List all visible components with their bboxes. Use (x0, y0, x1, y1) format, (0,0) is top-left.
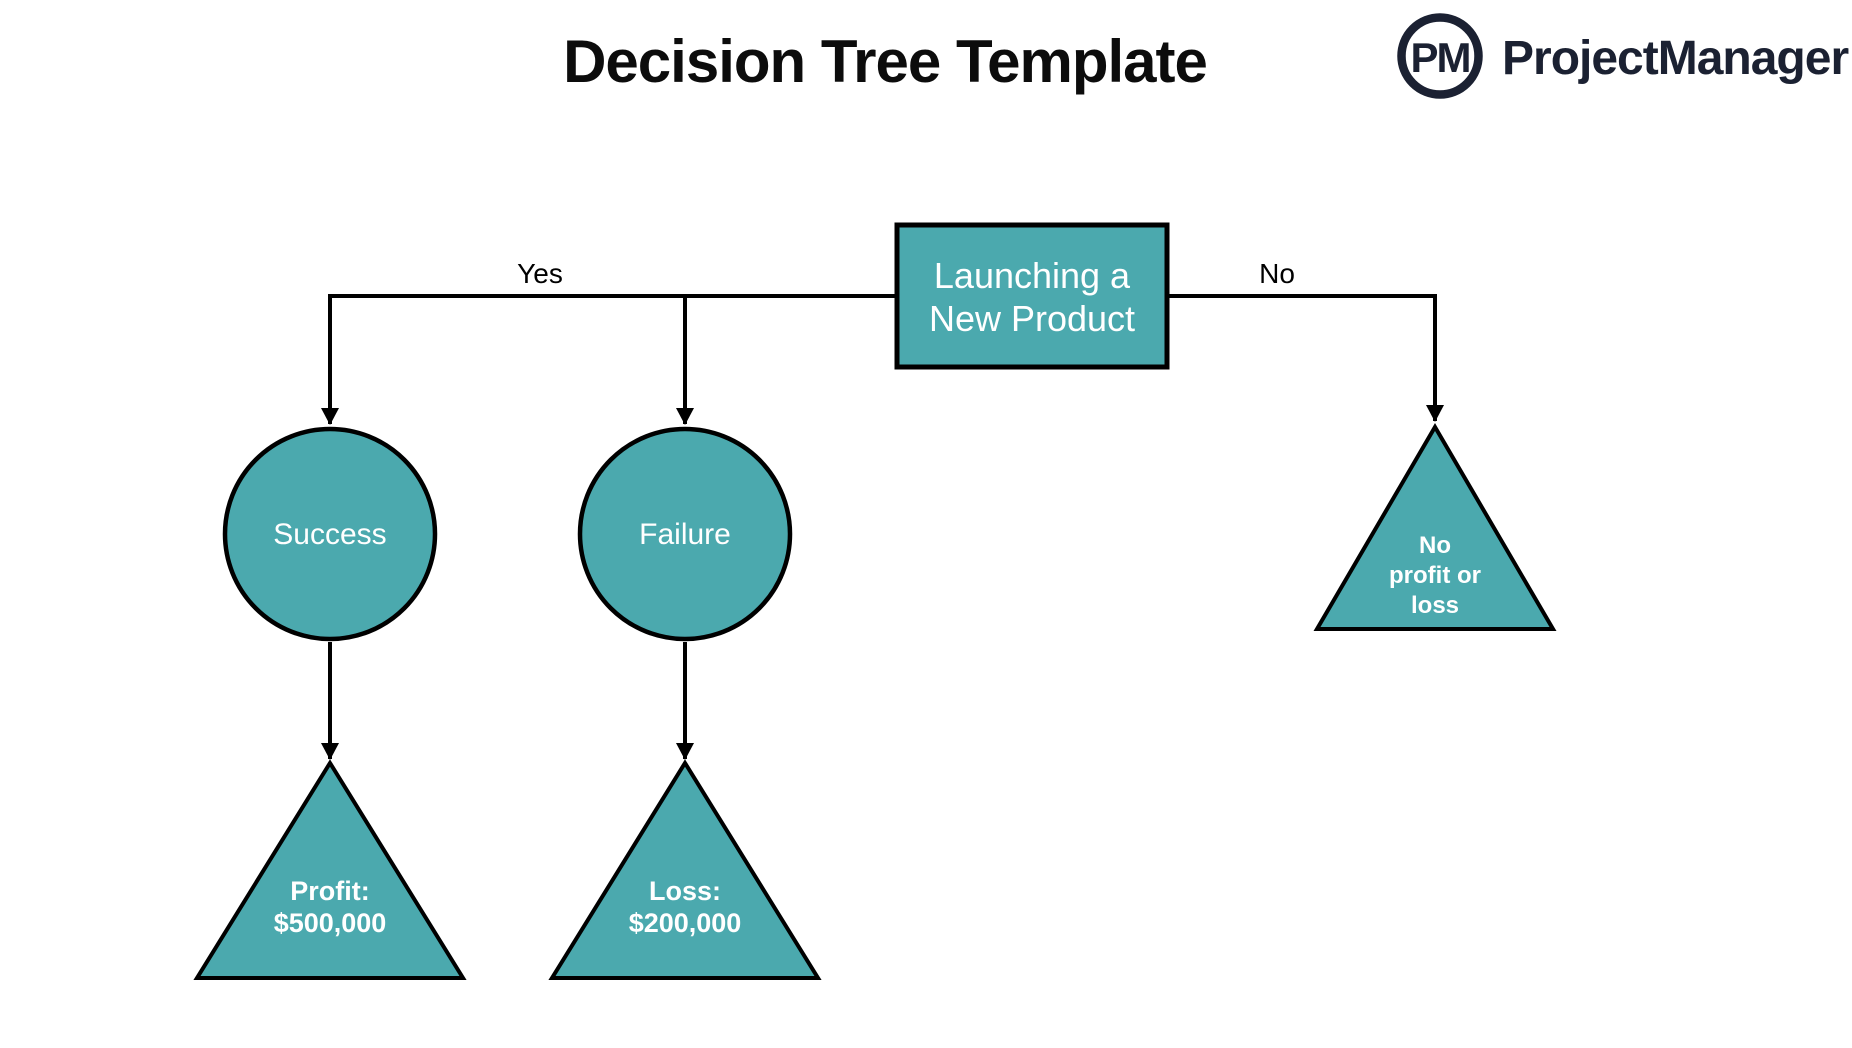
node-decision: Launching a New Product (894, 222, 1170, 370)
loss-triangle (548, 759, 822, 980)
no-profit-loss-label-line1: No (1419, 532, 1451, 559)
profit-triangle (193, 759, 467, 980)
profit-label-line2: $500,000 (274, 908, 387, 938)
no-profit-loss-label-line2: profit or (1389, 562, 1481, 589)
brand-logo-ring-icon (1397, 13, 1483, 99)
edge-yes-to-success (321, 294, 897, 425)
edge-label-no: No (1259, 258, 1295, 289)
loss-label-line2: $200,000 (629, 908, 742, 938)
page-title: Decision Tree Template (563, 28, 1207, 95)
loss-label-line1: Loss: (649, 876, 721, 906)
node-no-profit-loss: No profit or loss (1313, 423, 1557, 631)
brand-name: ProjectManager (1502, 32, 1848, 85)
brand-logo: PM ProjectManager (1397, 13, 1849, 99)
node-profit: Profit: $500,000 (193, 759, 467, 980)
decision-label-line2: New Product (929, 298, 1135, 339)
no-profit-loss-label-line3: loss (1411, 592, 1459, 619)
profit-label-line1: Profit: (290, 876, 369, 906)
failure-circle (577, 426, 793, 642)
node-success: Success (222, 426, 438, 642)
node-failure: Failure (577, 426, 793, 642)
node-loss: Loss: $200,000 (548, 759, 822, 980)
no-profit-loss-triangle (1313, 423, 1557, 631)
success-label: Success (273, 518, 386, 551)
failure-label: Failure (639, 518, 731, 551)
brand-logo-monogram: PM (1411, 34, 1470, 81)
decision-rectangle (894, 222, 1170, 370)
success-circle (222, 426, 438, 642)
edge-label-yes: Yes (517, 258, 563, 289)
edge-no-to-no-profit (1167, 294, 1444, 422)
decision-label-line1: Launching a (934, 255, 1131, 296)
